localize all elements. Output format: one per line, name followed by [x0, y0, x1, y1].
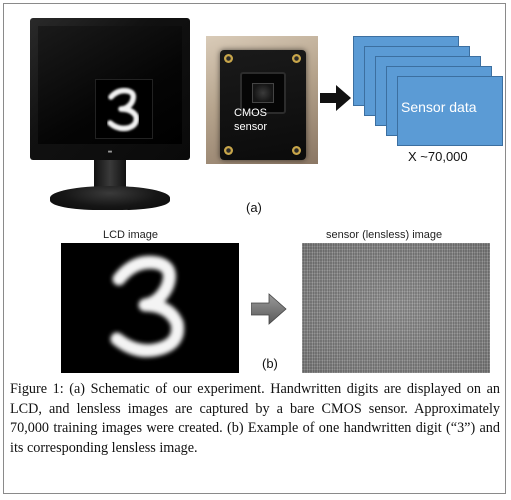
- cmos-board: [220, 50, 306, 160]
- monitor-digit-box: [95, 79, 153, 139]
- sensor-data-label: Sensor data: [401, 99, 477, 115]
- right-arrow-icon: [320, 85, 351, 111]
- data-card: [397, 76, 503, 146]
- mount-hole: [224, 54, 233, 63]
- cmos-label-line2: sensor: [234, 121, 268, 133]
- mount-hole: [292, 54, 301, 63]
- mount-hole: [224, 146, 233, 155]
- cmos-chip: [252, 83, 274, 103]
- monitor-screen: [38, 26, 182, 144]
- lensless-sensor-image: [302, 243, 490, 373]
- figure-caption: Figure 1: (a) Schematic of our experimen…: [10, 381, 500, 456]
- lcd-monitor-photo: ▬: [30, 18, 190, 218]
- sensor-mount: [240, 72, 286, 114]
- image-count-label: X ~70,000: [408, 149, 468, 164]
- gray-right-arrow-icon: [251, 293, 287, 325]
- sensor-data-stack: Sensor data: [353, 36, 503, 146]
- cmos-board-photo: CMOS sensor: [206, 36, 318, 164]
- monitor-bezel: ▬: [30, 18, 190, 160]
- monitor-brand-logo: ▬: [107, 149, 113, 155]
- sensor-image-caption: sensor (lensless) image: [326, 229, 443, 241]
- lcd-digit-image: [61, 243, 239, 373]
- lcd-digit-glyph: [110, 255, 185, 358]
- panel-label-a: (a): [246, 200, 262, 215]
- cmos-sensor-label: CMOS sensor: [234, 106, 294, 134]
- monitor-stand-neck: [94, 160, 126, 188]
- monitor-stand-base: [50, 186, 170, 210]
- lcd-image-caption: LCD image: [103, 229, 159, 241]
- mount-hole: [292, 146, 301, 155]
- cmos-label-line1: CMOS: [234, 107, 267, 119]
- monitor-digit-glyph: [107, 87, 140, 132]
- panel-label-b: (b): [262, 356, 278, 371]
